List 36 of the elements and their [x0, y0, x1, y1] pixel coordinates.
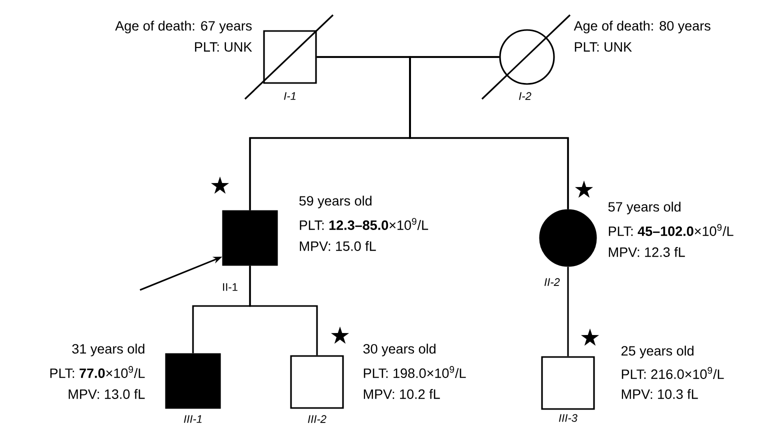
female-circle [499, 29, 555, 85]
info-text: 31 years old [72, 344, 144, 356]
male-square [263, 30, 317, 84]
info-text: PLT: 77.0×10$^{9}$/L [50, 366, 145, 378]
info-text: MPV: 12.3 fL [608, 247, 685, 257]
id-label: III-2 [308, 415, 326, 423]
info-text: MPV: 10.2 fL [364, 389, 440, 399]
info-text: MPV: 13.0 fL [68, 389, 145, 399]
id-label: II-1 [223, 283, 238, 291]
info-text: PLT: UNK [195, 42, 252, 52]
male-square [541, 356, 595, 410]
descent-line [409, 56, 569, 210]
id-label: I-1 [284, 92, 296, 100]
info-text: PLT: 45–102.0×10$^{9}$/L [608, 224, 734, 236]
info-text: 30 years old [363, 344, 436, 356]
id-label: III-1 [184, 415, 202, 423]
info-text: 57 years old [608, 202, 680, 214]
id-label: I-2 [519, 92, 532, 100]
id-label: III-3 [558, 414, 578, 422]
id-label: II-2 [544, 278, 560, 286]
info-text: PLT: 198.0×10$^{9}$/L [364, 366, 466, 378]
female-circle [539, 209, 597, 267]
info-text: Age of death: 67 years [115, 20, 252, 34]
info-text: Age of death: 80 years [574, 20, 710, 34]
info-text: PLT: UNK [574, 42, 632, 52]
male-square [165, 353, 221, 409]
male-square [290, 355, 344, 409]
info-text: MPV: 15.0 fL [300, 241, 376, 251]
info-text: PLT: 216.0×10$^{9}$/L [622, 367, 724, 379]
male-square [222, 210, 278, 266]
info-text: PLT: 12.3–85.0×10$^{9}$/L [300, 218, 428, 230]
descent-line [567, 266, 569, 356]
info-text: 25 years old [621, 346, 694, 358]
info-text: MPV: 10.3 fL [622, 389, 698, 399]
descent-line [249, 266, 318, 356]
info-text: 59 years old [299, 196, 372, 208]
